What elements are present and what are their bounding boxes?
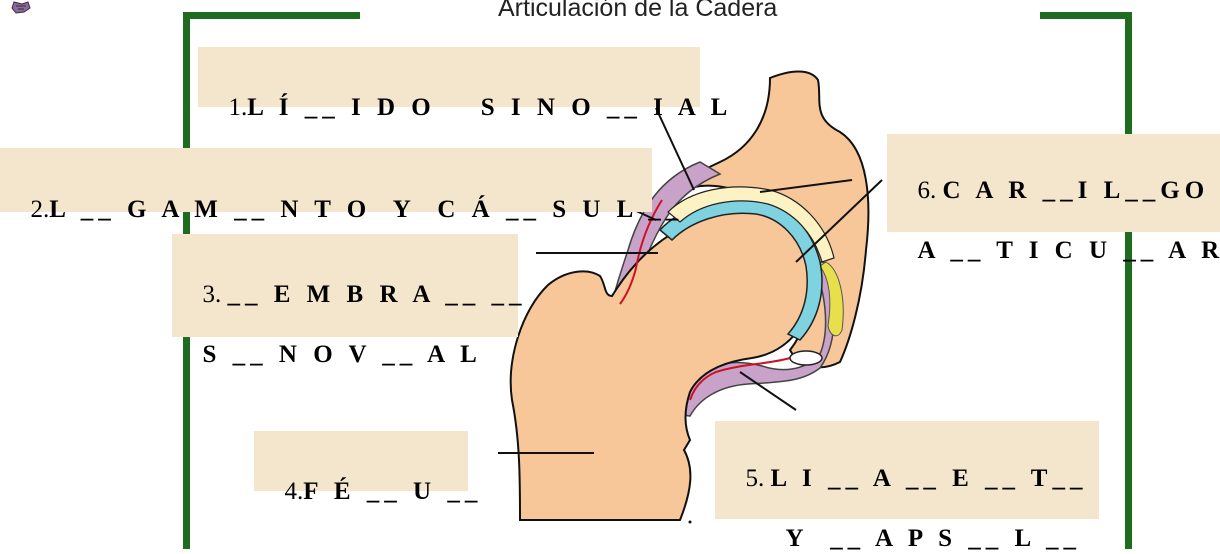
label-6-line1: C A R __I L__GO	[943, 177, 1210, 204]
label-1: 1.L Í __ I D O S I N O __ I A L	[198, 47, 700, 107]
label-3-line1: __ E M B R A __ __	[228, 281, 527, 308]
label-3-number: 3.	[203, 281, 222, 308]
label-5-line2: Y __ A P S __ L __	[786, 525, 1082, 552]
label-6: 6. C A R __I L__GO A __ T I C U __ A R	[887, 134, 1220, 232]
label-5-number: 5.	[746, 465, 765, 492]
label-1-text: L Í __ I D O S I N O __ I A L	[247, 94, 732, 121]
label-5: 5. L I __ A __ E __ T__ Y __ A P S __ L …	[715, 421, 1099, 519]
label-3: 3. __ E M B R A __ __ S __ N O V __ A L	[172, 234, 518, 337]
ligament-oval	[790, 351, 822, 365]
label-4-number: 4.	[285, 478, 304, 505]
label-6-line2: A __ T I C U __ A R	[918, 237, 1220, 264]
label-2-text: L __ G A M __ N T O Y C Á __ S U L __	[49, 196, 683, 223]
label-5-line1: L I __ A __ E __ T__	[771, 465, 1088, 492]
label-6-number: 6.	[918, 177, 937, 204]
label-3-line2: S __ N O V __ A L	[203, 341, 482, 368]
small-dot	[689, 521, 692, 524]
label-4-text: F É __ U __	[303, 478, 482, 505]
label-2: 2.L __ G A M __ N T O Y C Á __ S U L __	[0, 148, 652, 212]
label-2-number: 2.	[31, 196, 50, 223]
label-4: 4.F É __ U __	[254, 431, 468, 491]
label-1-number: 1.	[229, 94, 248, 121]
